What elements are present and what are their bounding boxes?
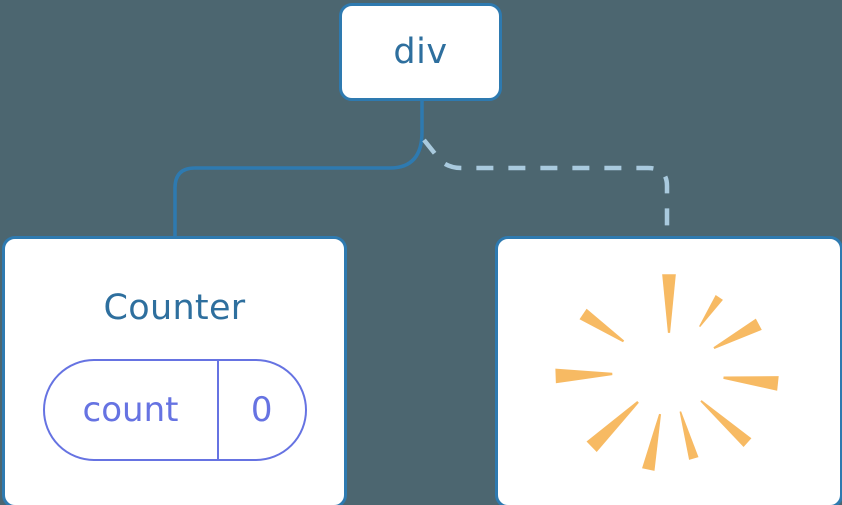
node-counter-title: Counter [103, 288, 246, 328]
burst-ray-group [555, 274, 779, 471]
node-div-label: div [393, 31, 448, 72]
burst-ray-0 [662, 274, 676, 333]
node-div[interactable]: div [339, 3, 502, 101]
burst-ray-8 [555, 368, 613, 384]
burst-ray-2 [713, 318, 762, 350]
burst-ray-9 [579, 308, 625, 343]
burst-ray-5 [679, 411, 699, 460]
burst-ray-4 [700, 400, 752, 448]
state-pill-count[interactable]: count 0 [42, 359, 307, 461]
burst-ray-3 [723, 376, 779, 391]
state-value-label: 0 [250, 390, 273, 430]
edge-div-to-burst [422, 138, 670, 236]
burst-icon [555, 274, 779, 471]
node-counter[interactable]: Counter count 0 [2, 236, 347, 505]
state-key-label: count [82, 390, 179, 430]
burst-ray-6 [642, 413, 662, 471]
edge-div-to-counter [173, 99, 424, 238]
node-burst[interactable] [495, 236, 842, 505]
state-pill-divider [216, 361, 219, 459]
burst-ray-1 [699, 294, 723, 327]
burst-ray-7 [586, 401, 639, 453]
